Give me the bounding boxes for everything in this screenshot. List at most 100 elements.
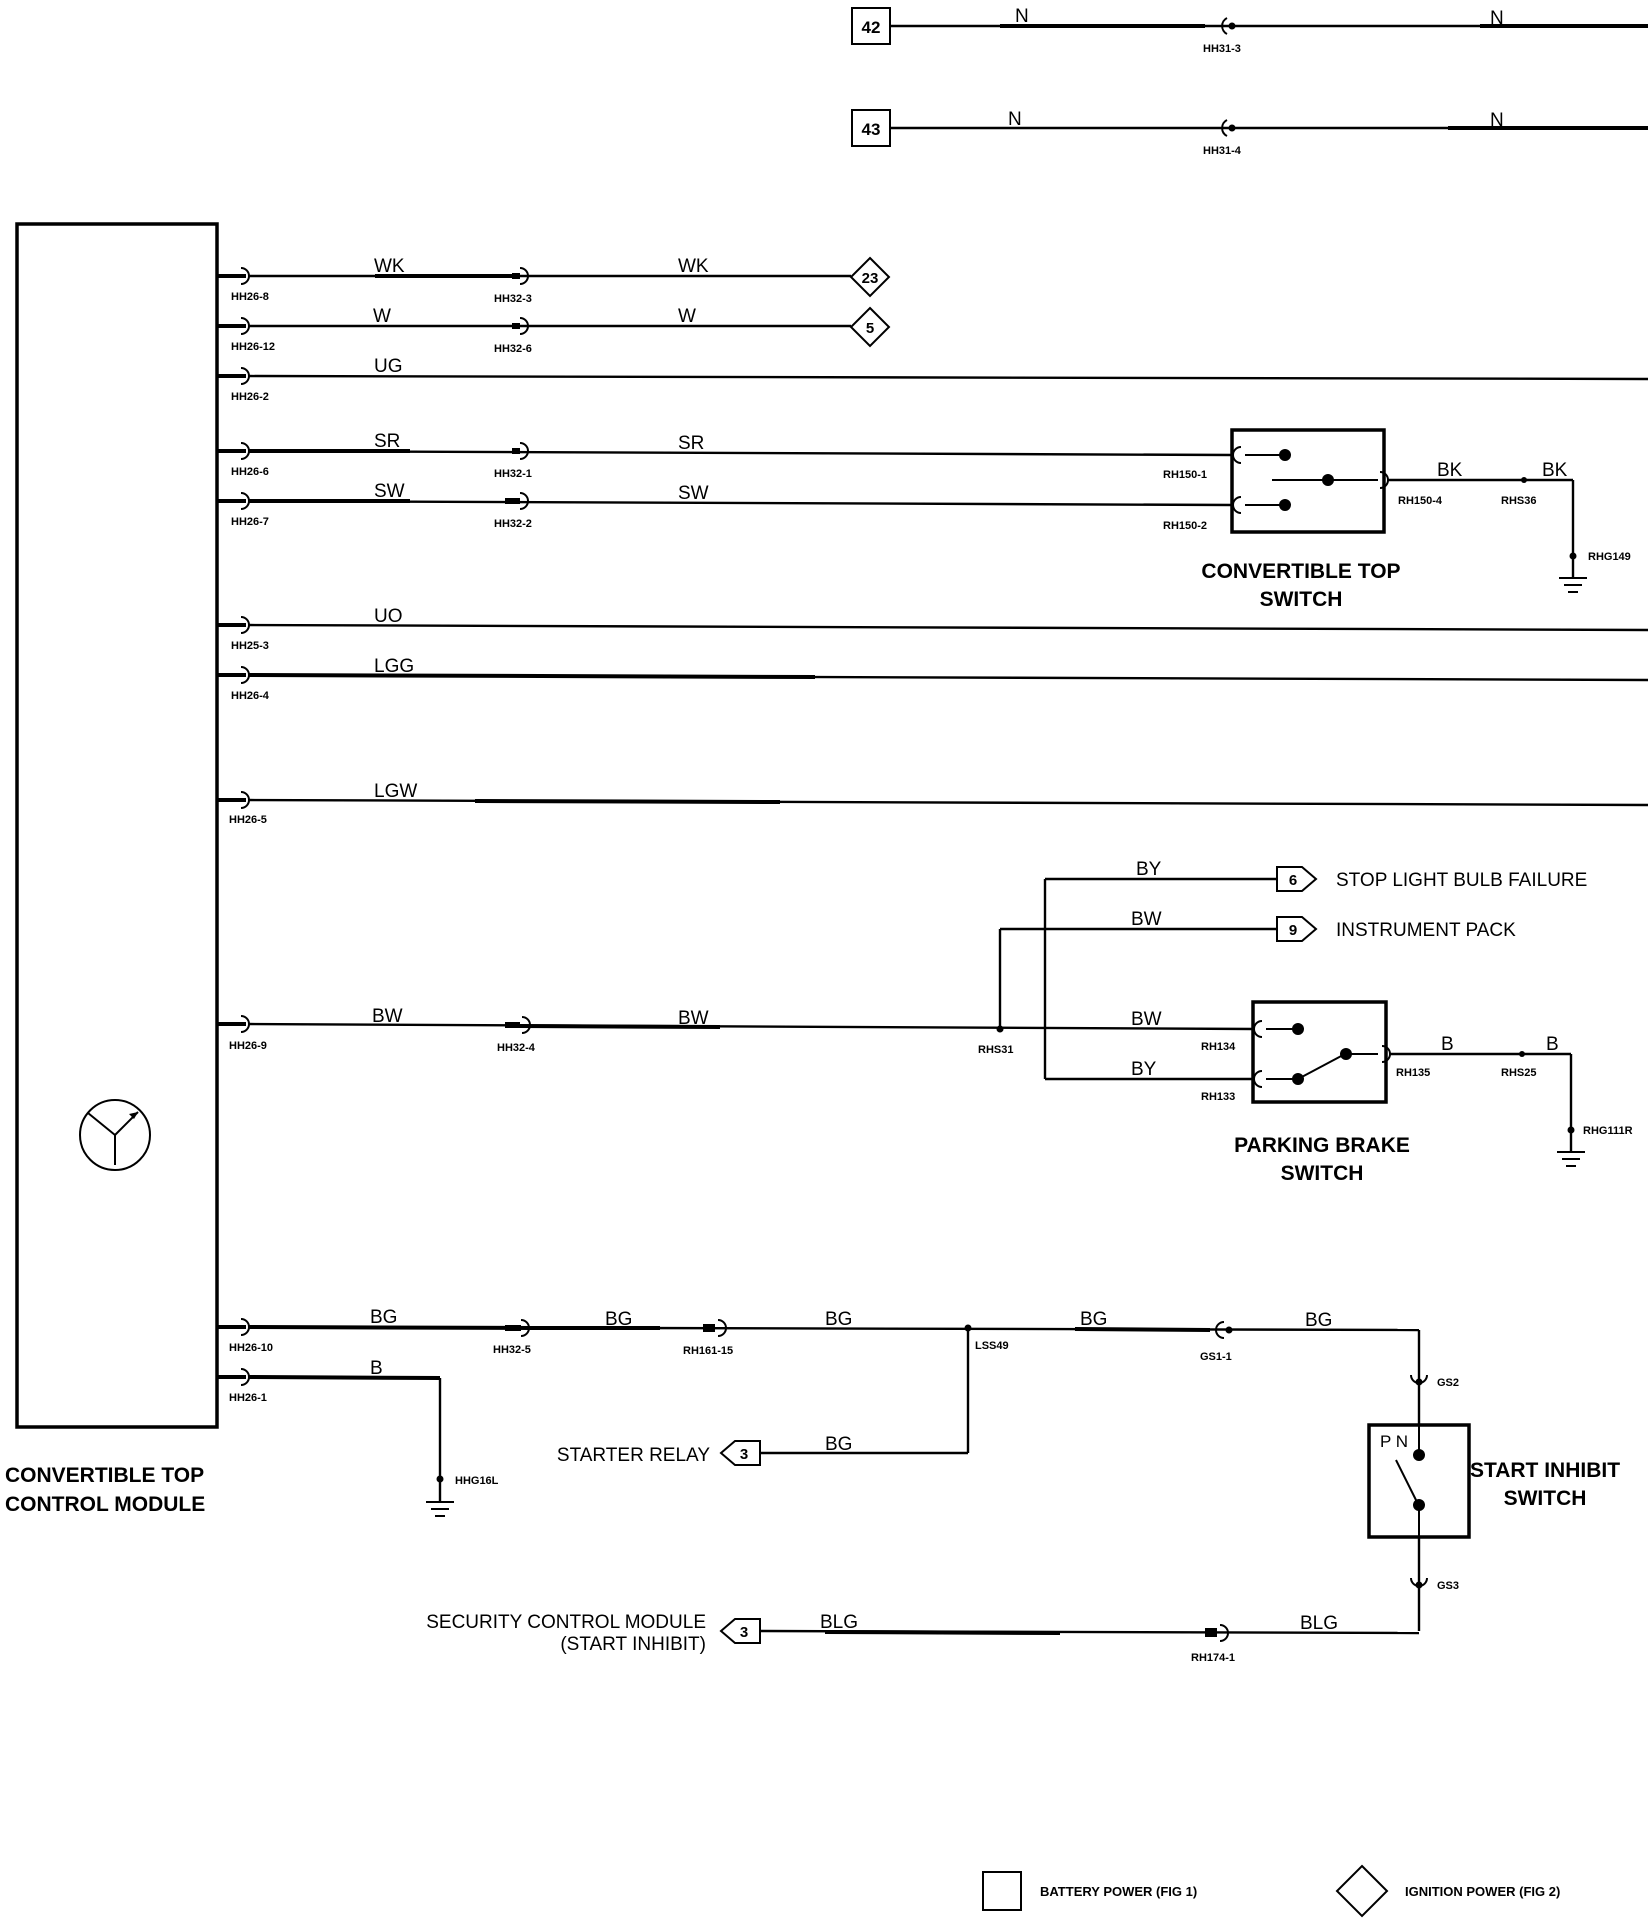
parking-brake-switch[interactable] [1251,1000,1391,1104]
ignition-ref-diamond-5[interactable] [849,306,891,348]
connector-label: GS1-1 [1200,1351,1232,1363]
connector-label: RHS36 [1501,495,1536,507]
connector-label: HH32-4 [497,1042,536,1054]
wire-label-bw: BW [1131,1009,1162,1030]
connector-label: HH26-9 [229,1040,267,1052]
connector-label: RH134 [1201,1041,1236,1053]
connector-hh31-4 [1221,119,1228,137]
circuit-b-ground: B B RH135 RHS25 RHG111R [1390,1034,1633,1167]
wire-label-lgw: LGW [374,781,417,802]
connector-label: RHG111R [1583,1125,1633,1137]
connector-label: RHS25 [1501,1067,1536,1079]
wire-label-bw: BW [1131,909,1162,930]
connector-label: HH26-4 [231,690,270,702]
ref-42: 42 [862,18,881,37]
wire-label-b: B [1441,1034,1454,1055]
circuit-blg: 3 SECURITY CONTROL MODULE (START INHIBIT… [426,1537,1459,1664]
connector-label: HH26-7 [231,516,269,528]
wire-label-n: N [1490,8,1504,29]
ground-symbol-icon [1559,577,1587,593]
ref-arrow-3-security[interactable] [719,1618,761,1644]
connector-label: HH25-3 [231,640,269,652]
connector-label: HH31-3 [1203,43,1241,55]
circuit-42: 42 N N HH31-3 [851,6,1648,55]
wire-label-bk: BK [1542,460,1568,481]
start-inhibit-switch[interactable]: P N [1367,1423,1471,1539]
wire-label-sw: SW [678,483,709,504]
connector-label: GS3 [1437,1580,1459,1592]
wire-label-b: B [370,1358,383,1379]
connector-label: HH26-6 [231,466,269,478]
circuit-lgw: LGW HH26-5 [229,781,1648,826]
ref-43: 43 [862,120,881,139]
parking-brake-switch-label-2: SWITCH [1281,1162,1364,1185]
circuit-lgg: LGG HH26-4 [231,656,1648,702]
legend-battery-square-icon [982,1871,1022,1911]
ref-arrow-6[interactable] [1276,866,1318,892]
connector-label: HH32-5 [493,1344,531,1356]
ignition-ref-diamond-23[interactable] [849,256,891,298]
parking-brake-switch-label-1: PARKING BRAKE [1234,1134,1410,1157]
module-pins [217,267,250,1386]
circuit-bk: BK BK RHS36 RHG149 [1388,460,1631,593]
connector-label: HH26-2 [231,391,269,403]
connector-label: HH26-10 [229,1342,273,1354]
connector-label: HH32-2 [494,518,532,530]
wire-label-w: W [678,306,696,327]
connector-label: RH150-1 [1163,469,1207,481]
connector-hh31-3 [1221,17,1228,35]
circuit-43: 43 N N HH31-4 [851,109,1648,157]
legend: BATTERY POWER (FIG 1) IGNITION POWER (FI… [982,1864,1560,1918]
legend-ignition-diamond-icon [1335,1864,1389,1918]
wire-label-bg: BG [605,1309,632,1330]
ref-arrow-9[interactable] [1276,916,1318,942]
module-name-line1: CONVERTIBLE TOP [5,1464,204,1487]
connector-label: RH150-2 [1163,520,1207,532]
circuit-bw-by: 6 9 STOP LIGHT BULB FAILURE INSTRUMENT P… [229,859,1587,1103]
ground-symbol-icon [1557,1151,1585,1167]
circuit-w: 5 W W HH26-12 HH32-6 [231,306,891,355]
destination-instrument-pack: INSTRUMENT PACK [1336,920,1516,941]
wire-label-bg: BG [1305,1310,1332,1331]
wire-label-n: N [1490,110,1504,131]
convertible-top-switch[interactable] [1230,428,1389,534]
module-name-line2: CONTROL MODULE [5,1493,205,1516]
connector-label: HH31-4 [1203,145,1242,157]
connector-label: HH26-12 [231,341,275,353]
legend-battery-power: BATTERY POWER (FIG 1) [1040,1884,1197,1899]
destination-security-line2: (START INHIBIT) [560,1634,706,1655]
connector-label: HH26-5 [229,814,267,826]
circuit-sw: SW SW HH26-7 HH32-2 [231,481,1234,530]
connector-label: HH26-8 [231,291,269,303]
ref-arrow-3-starter[interactable] [719,1440,761,1466]
ref-3: 3 [740,1446,748,1463]
ref-3: 3 [740,1624,748,1641]
wire-label-by: BY [1136,859,1162,880]
wire-label-n: N [1008,109,1022,130]
connector-label: RH150-4 [1398,495,1443,507]
connector-label: HH26-1 [229,1392,267,1404]
circuit-b-module-ground: B HH26-1 HHG16L [229,1358,499,1517]
circuit-bg: 3 STARTER RELAY BG BG BG BG BG BG HH26-1… [229,1307,1459,1466]
legend-ignition-power: IGNITION POWER (FIG 2) [1405,1884,1560,1899]
wire-label-lgg: LGG [374,656,414,677]
ref-9: 9 [1289,922,1297,939]
wire-label-bw: BW [372,1006,403,1027]
convertible-top-control-module[interactable] [15,222,219,1429]
ref-6: 6 [1289,872,1297,889]
wire-label-wk: WK [678,256,709,277]
destination-security-line1: SECURITY CONTROL MODULE [426,1612,706,1633]
ref-5: 5 [866,320,874,337]
wire-label-bk: BK [1437,460,1463,481]
wire-label-uo: UO [374,606,403,627]
connector-label: RH135 [1396,1067,1430,1079]
connector-label: HH32-3 [494,293,532,305]
wire-label-blg: BLG [1300,1613,1338,1634]
ground-symbol-icon [426,1501,454,1517]
start-inhibit-switch-label-1: START INHIBIT [1470,1459,1620,1482]
wire-label-b: B [1546,1034,1559,1055]
connector-label: GS2 [1437,1377,1459,1389]
circuit-sr: SR SR HH26-6 HH32-1 [231,431,1234,480]
circuit-wk: 23 WK WK HH26-8 HH32-3 [231,256,891,305]
